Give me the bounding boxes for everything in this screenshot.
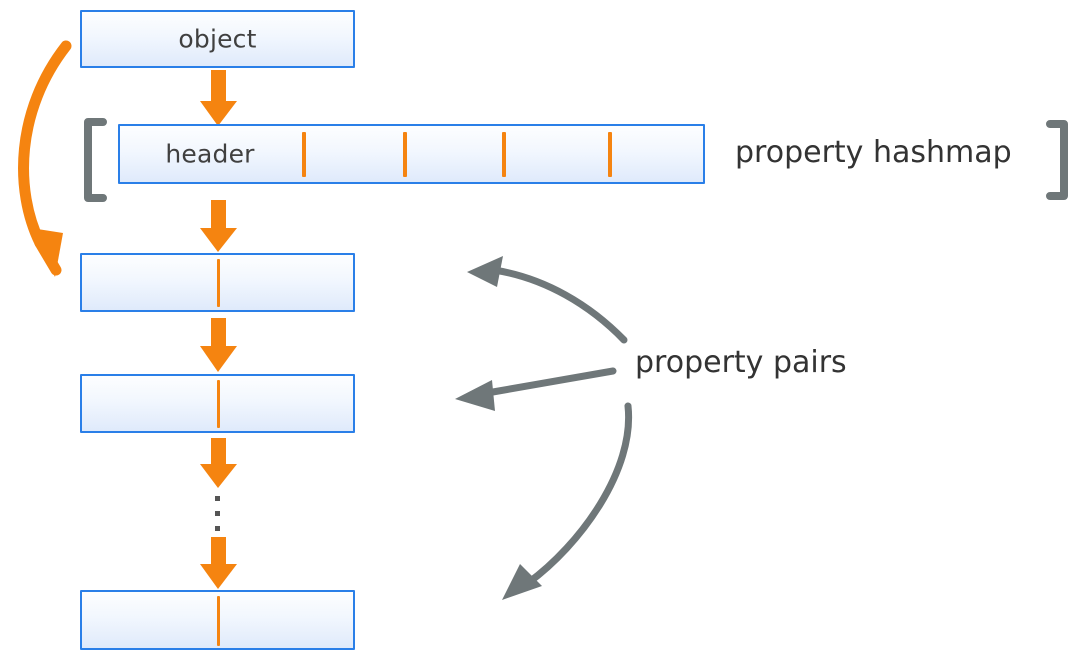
pair1-to-pair2-arrow [200,318,237,372]
property-pairs-caption: property pairs [635,345,847,380]
left-bracket [84,118,107,202]
pairs-callout-top-arrow [467,256,628,344]
hashmap-divider-2 [403,132,407,177]
object-box[interactable]: object [80,10,355,68]
pairs-callout-middle-arrow [455,367,617,411]
property-pair-divider-last [217,596,220,646]
hashmap-divider-1 [302,132,306,177]
object-to-header-arrow [200,70,237,126]
header-cell-label: header [165,139,255,169]
property-hashmap-caption: property hashmap [735,135,1012,170]
property-hashmap-row[interactable]: header [118,124,705,184]
ellipsis-dot-1 [215,496,220,501]
hashmap-divider-3 [502,132,506,177]
object-to-first-pair-arrow [18,40,72,277]
property-pair-divider-2 [217,380,220,428]
object-box-label: object [178,24,257,54]
header-to-pair1-arrow [200,200,237,252]
ellipsis-dot-3 [215,526,220,531]
hashmap-divider-4 [608,132,612,177]
right-bracket [1046,120,1068,200]
pairs-callout-bottom-arrow [502,402,633,600]
ellipsis-to-last-pair-arrow [200,537,237,589]
pair2-to-ellipsis-arrow [200,438,237,488]
property-pair-divider-1 [217,259,220,307]
ellipsis-dot-2 [215,511,220,516]
